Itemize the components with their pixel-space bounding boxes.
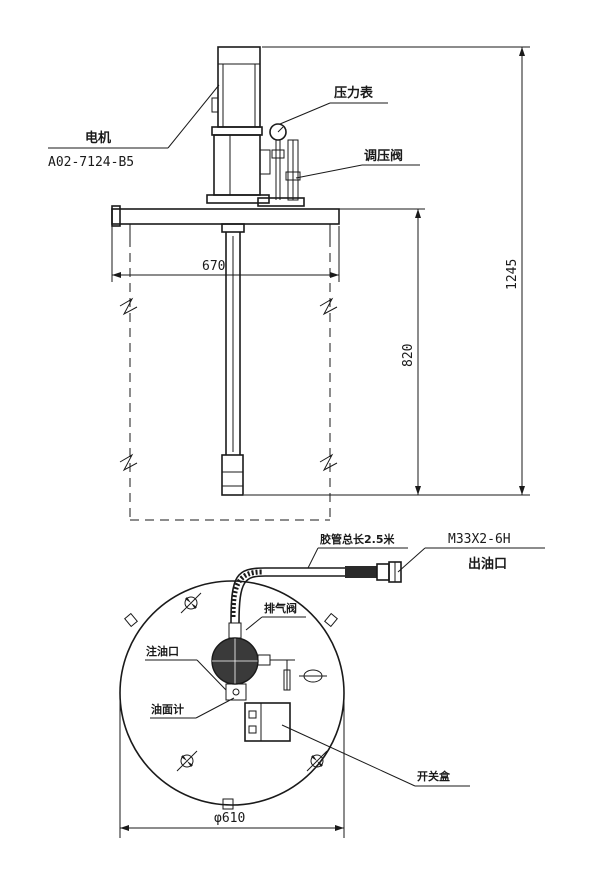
- pressure-gauge-assembly: [257, 123, 305, 207]
- motor-label: 电机: [85, 130, 111, 146]
- tank-outline-side: [119, 238, 338, 521]
- motor-body: [206, 46, 271, 204]
- motor-model-label: A02-7124-B5: [48, 155, 134, 170]
- dim-670-label: 670: [202, 259, 225, 274]
- oil-outlet-callout: M33X2-6H 出油口: [397, 532, 545, 573]
- switch-box-callout: 开关盒: [281, 724, 470, 787]
- dim-820: 820: [244, 208, 530, 496]
- oil-outlet-label: 出油口: [468, 556, 507, 572]
- switch-box: [244, 702, 291, 742]
- oil-level-label: 油面计: [151, 702, 184, 716]
- tank-circle: [119, 580, 345, 806]
- dim-1245: 1245: [262, 46, 530, 495]
- pump-shaft: [221, 223, 245, 496]
- pressure-valve-callout: 调压阀: [295, 148, 420, 179]
- dim-670: 670: [111, 226, 340, 282]
- top-view: φ610 胶管总长2.5米 M33X2-6H 出油口 排气阀 注油口: [119, 532, 545, 838]
- pressure-valve-label: 调压阀: [364, 148, 403, 164]
- motor-callout: 电机 A02-7124-B5: [48, 84, 220, 170]
- hose-length-callout: 胶管总长2.5米: [307, 532, 408, 569]
- exhaust-valve-label: 排气阀: [264, 601, 297, 615]
- switch-box-label: 开关盒: [417, 769, 451, 783]
- dim-610: φ610: [119, 693, 345, 838]
- pressure-gauge-label: 压力表: [334, 85, 374, 101]
- oil-inlet-label: 注油口: [146, 644, 179, 658]
- thread-spec-label: M33X2-6H: [448, 532, 511, 547]
- dim-610-label: φ610: [214, 811, 245, 826]
- dim-820-label: 820: [401, 344, 416, 367]
- pressure-gauge-callout: 压力表: [279, 85, 388, 125]
- side-view: 670 820 1245 电机 A02-7124-B5: [48, 46, 530, 521]
- oil-inlet-callout: 注油口: [145, 644, 227, 691]
- oil-hose: [230, 561, 402, 624]
- exhaust-valve-callout: 排气阀: [245, 601, 306, 631]
- oil-level-callout: 油面计: [150, 697, 235, 719]
- bolt-symbols: [176, 592, 328, 772]
- dim-1245-label: 1245: [505, 259, 520, 290]
- hose-length-label: 胶管总长2.5米: [320, 532, 395, 546]
- tank-lugs: [124, 612, 338, 810]
- pump-head: [211, 622, 295, 701]
